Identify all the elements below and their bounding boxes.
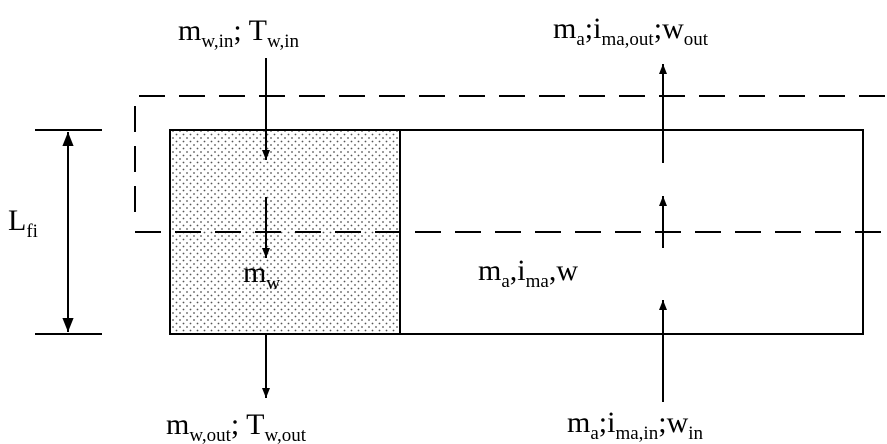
water-inlet-label: mw,in; Tw,in [178, 14, 300, 52]
water-outlet-label: mw,out; Tw,out [166, 408, 307, 444]
fill-height-label: Lfi [8, 204, 38, 242]
air-state-label: ma,ima,w [478, 254, 578, 292]
control-volume-dashed-upper [134, 95, 887, 212]
water-mass-label: mw [243, 256, 280, 294]
air-outlet-label: ma;ima,out;wout [553, 12, 709, 50]
air-inlet-label: ma;ima,in;win [567, 406, 704, 444]
fill-packing-region [169, 129, 401, 335]
